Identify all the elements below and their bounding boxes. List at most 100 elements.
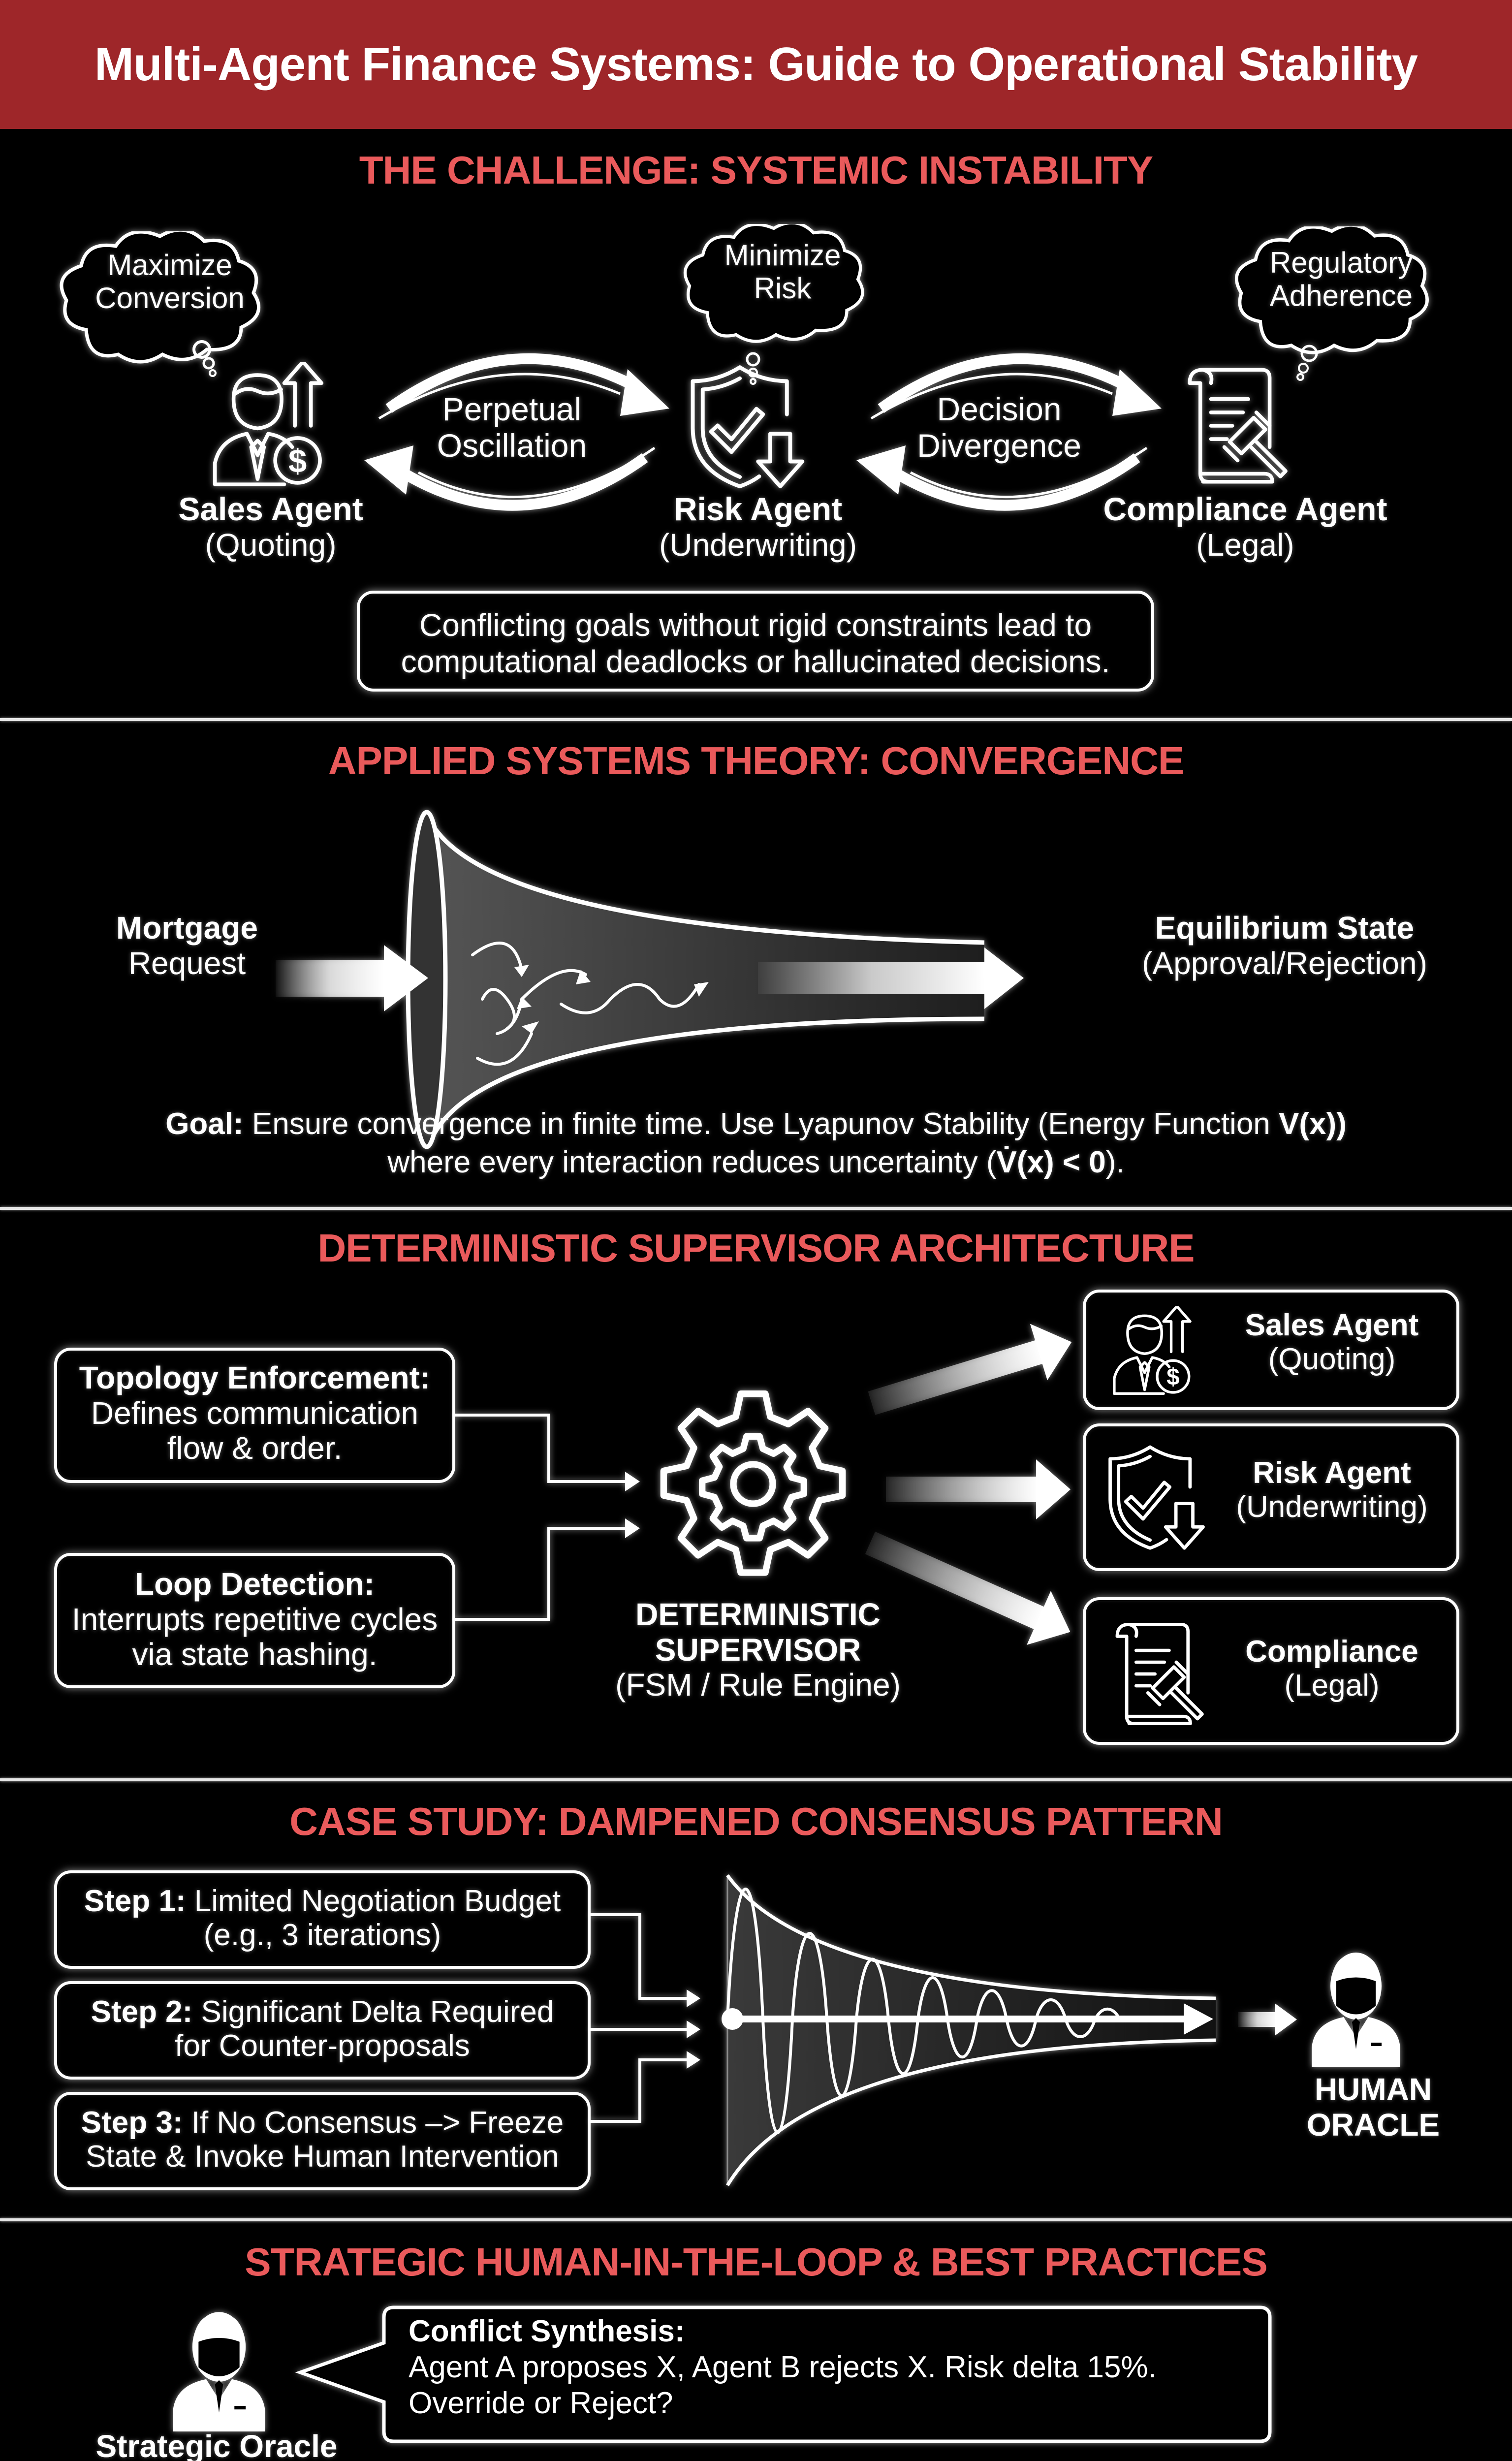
cycle-label-line: Oscillation (437, 427, 587, 464)
bubble-line: Agent A proposes X, Agent B rejects X. R… (409, 2350, 1157, 2385)
goal-text: ). (1105, 1145, 1125, 1179)
oracle-label-line: HUMAN (1314, 2072, 1432, 2107)
goal-formula: V̇(x) < 0 (996, 1145, 1106, 1179)
input-connector-arrows-icon (455, 1414, 640, 1621)
section-title-theory: APPLIED SYSTEMS THEORY: CONVERGENCE (328, 739, 1185, 783)
box-line: Interrupts repetitive cycles (71, 1601, 438, 1637)
page-title: Multi-Agent Finance Systems: Guide to Op… (94, 38, 1418, 91)
section-divider (0, 1778, 1512, 1781)
step-text: If No Consensus –> Freeze (183, 2106, 564, 2140)
section-divider (0, 718, 1512, 721)
core-label-line: (FSM / Rule Engine) (615, 1667, 901, 1703)
input-label-bold: Mortgage (116, 910, 258, 946)
cycle-label-divergence: Decision Divergence (881, 391, 1117, 464)
thought-line: Regulatory (1269, 246, 1413, 279)
topology-enforcement-box: Topology Enforcement: Defines communicat… (54, 1348, 455, 1483)
section-divider (0, 2218, 1512, 2221)
thought-line: Adherence (1269, 279, 1413, 313)
callout-line: Conflicting goals without rigid constrai… (419, 607, 1092, 643)
cycle-label-line: Divergence (917, 427, 1081, 464)
theory-output-label: Equilibrium State (Approval/Rejection) (1102, 910, 1467, 981)
step-3-box: Step 3: If No Consensus –> Freeze State … (54, 2092, 591, 2190)
goal-label: Goal: (165, 1107, 244, 1141)
goal-formula: V(x)) (1279, 1107, 1347, 1141)
thought-line: Minimize (724, 239, 841, 272)
agent-name: Sales Agent (1245, 1308, 1419, 1342)
speech-bubble-shape (295, 2305, 1272, 2443)
section-title-hitl: STRATEGIC HUMAN-IN-THE-LOOP & BEST PRACT… (245, 2240, 1267, 2284)
box-heading: Loop Detection: (134, 1566, 375, 1602)
thought-line: Conversion (95, 282, 245, 315)
thought-bubbles-icon (746, 352, 760, 385)
step-2-box: Step 2: Significant Delta Required for C… (54, 1981, 591, 2080)
agent-name: Risk Agent (1253, 1456, 1411, 1490)
page-header: Multi-Agent Finance Systems: Guide to Op… (0, 0, 1512, 129)
human-oracle-label: HUMAN ORACLE (1260, 2072, 1486, 2143)
strategic-oracle-icon (167, 2308, 271, 2431)
step-connector-arrows-icon (591, 1913, 700, 2123)
agent-name: Compliance (1245, 1635, 1418, 1669)
bubble-title: Conflict Synthesis: (409, 2314, 685, 2348)
output-agent-risk: Risk Agent (Underwriting) (1083, 1423, 1459, 1571)
output-fan-arrows-icon (865, 1324, 1072, 1645)
sales-agent-icon (202, 362, 335, 490)
section-title-challenge: THE CHALLENGE: SYSTEMIC INSTABILITY (359, 148, 1153, 192)
callout-line: computational deadlocks or hallucinated … (401, 643, 1110, 679)
shield-check-icon (687, 362, 810, 495)
core-label-line: SUPERVISOR (655, 1632, 861, 1668)
scroll-gavel-icon (1105, 1615, 1219, 1733)
thought-bubbles-icon (192, 340, 217, 377)
agent-role: (Underwriting) (659, 527, 857, 563)
step-text: Significant Delta Required (192, 1995, 554, 2029)
step-text: for Counter-proposals (175, 2029, 470, 2063)
conflict-synthesis-text: Conflict Synthesis: Agent A proposes X, … (409, 2313, 1270, 2421)
thought-line: Maximize (107, 249, 232, 282)
oracle-label-line: ORACLE (1306, 2107, 1440, 2143)
gear-icon (655, 1386, 851, 1582)
section-title-case-study: CASE STUDY: DAMPENED CONSENSUS PATTERN (289, 1799, 1223, 1843)
cycle-label-line: Perpetual (442, 391, 582, 427)
box-line: via state hashing. (132, 1637, 378, 1672)
sales-agent-icon (1105, 1306, 1199, 1397)
dampened-oscillation-icon (722, 1874, 1297, 2186)
supervisor-core-label: DETERMINISTIC SUPERVISOR (FSM / Rule Eng… (571, 1597, 945, 1703)
shield-check-icon (1105, 1442, 1209, 1555)
convergence-funnel-icon (276, 810, 1024, 1149)
agent-role: (Legal) (1284, 1669, 1380, 1703)
step-text: Limited Negotiation Budget (186, 1884, 561, 1918)
agent-label-risk: Risk Agent (Underwriting) (620, 491, 896, 563)
strategic-oracle-label: Strategic Oracle (95, 2429, 338, 2461)
thought-bubbles-icon (1296, 345, 1318, 381)
output-label-normal: (Approval/Rejection) (1142, 945, 1427, 981)
thought-cloud-sales: Maximize Conversion (52, 231, 288, 379)
box-line: flow & order. (167, 1430, 343, 1466)
cycle-arrows-divergence-icon (856, 353, 1162, 511)
agent-role: (Legal) (1196, 527, 1294, 563)
output-agent-compliance: Compliance (Legal) (1083, 1597, 1459, 1745)
agent-label-sales: Sales Agent (Quoting) (138, 491, 404, 563)
agent-role: (Quoting) (205, 527, 337, 563)
output-agent-sales: Sales Agent (Quoting) (1083, 1290, 1459, 1410)
bubble-line: Override or Reject? (409, 2386, 673, 2421)
box-heading: Topology Enforcement: (79, 1360, 431, 1395)
cycle-arrows-oscillation-icon (364, 353, 669, 511)
goal-text: Ensure convergence in finite time. Use L… (252, 1107, 1279, 1141)
cycle-label-oscillation: Perpetual Oscillation (394, 391, 630, 464)
agent-name: Compliance Agent (1103, 491, 1387, 527)
section-title-supervisor: DETERMINISTIC SUPERVISOR ARCHITECTURE (317, 1226, 1195, 1270)
thought-cloud-compliance: Regulatory Adherence (1221, 226, 1462, 369)
step-label: Step 1: (84, 1884, 186, 1918)
section-divider (0, 1207, 1512, 1210)
step-text: State & Invoke Human Intervention (86, 2140, 559, 2174)
step-text: (e.g., 3 iterations) (203, 1918, 441, 1953)
agent-role: (Quoting) (1268, 1342, 1396, 1377)
output-label-bold: Equilibrium State (1155, 910, 1415, 946)
agent-name: Sales Agent (178, 491, 363, 527)
core-label-line: DETERMINISTIC (635, 1597, 881, 1632)
agent-label-compliance: Compliance Agent (Legal) (1073, 491, 1418, 563)
challenge-callout-box: Conflicting goals without rigid constrai… (357, 591, 1154, 692)
loop-detection-box: Loop Detection: Interrupts repetitive cy… (54, 1553, 455, 1688)
step-label: Step 3: (81, 2106, 183, 2140)
goal-text: where every interaction reduces uncertai… (387, 1145, 997, 1179)
scroll-gavel-icon (1176, 362, 1304, 490)
